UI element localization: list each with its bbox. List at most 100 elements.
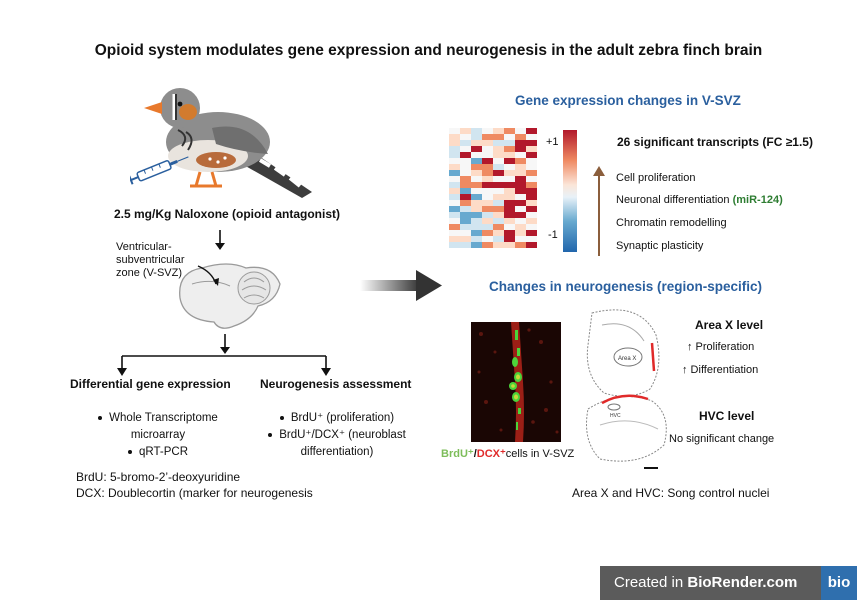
heatmap-cell	[493, 224, 504, 230]
heatmap-cell	[460, 194, 471, 200]
heatmap-cell	[482, 140, 493, 146]
heatmap-cell	[515, 188, 526, 194]
heatmap-cell	[471, 194, 482, 200]
heatmap-cell	[482, 218, 493, 224]
heatmap-cell	[449, 200, 460, 206]
heatmap-cell	[449, 224, 460, 230]
heatmap-cell	[482, 224, 493, 230]
scale-max-label: +1	[546, 136, 559, 148]
bio-logo-icon: bio	[821, 566, 857, 600]
brain-sagittal-illustration	[179, 263, 281, 329]
heatmap-cell	[471, 146, 482, 152]
right-arrow-icon	[360, 270, 442, 301]
heatmap-cell	[526, 182, 537, 188]
heatmap-cell	[526, 158, 537, 164]
color-scale-bar	[563, 130, 577, 252]
heatmap-cell	[460, 140, 471, 146]
heatmap-cell	[526, 134, 537, 140]
heatmap-cell	[471, 170, 482, 176]
heatmap-cell	[460, 212, 471, 218]
heatmap-cell	[493, 242, 504, 248]
neurogenesis-assessment-heading: Neurogenesis assessment	[260, 377, 412, 391]
gene-item-synaptic-plasticity: Synaptic plasticity	[616, 240, 704, 252]
heatmap-cell	[449, 164, 460, 170]
heatmap-cell	[504, 176, 515, 182]
heatmap-cell	[482, 242, 493, 248]
heatmap-cell	[482, 182, 493, 188]
heatmap-cell	[526, 194, 537, 200]
heatmap-cell	[515, 134, 526, 140]
area-x-differentiation: ↑ Differentiation	[682, 364, 759, 376]
micrograph-caption: BrdU⁺/DCX⁺cells in V-SVZ	[441, 448, 575, 460]
heatmap-cell	[460, 230, 471, 236]
heatmap-cell	[482, 188, 493, 194]
area-x-proliferation: ↑ Proliferation	[687, 341, 755, 353]
song-control-note: Area X and HVC: Song control nuclei	[572, 486, 770, 500]
heatmap-cell	[504, 242, 515, 248]
heatmap-cell	[449, 176, 460, 182]
biorender-badge[interactable]: Created in BioRender.com bio	[600, 566, 857, 600]
heatmap-cell	[493, 194, 504, 200]
heatmap-cell	[471, 134, 482, 140]
heatmap-cell	[471, 152, 482, 158]
heatmap-cell	[449, 194, 460, 200]
heatmap-cell	[504, 152, 515, 158]
heatmap-cell	[526, 236, 537, 242]
heatmap-cell	[460, 128, 471, 134]
heatmap-cell	[471, 200, 482, 206]
heatmap-cell	[460, 152, 471, 158]
heatmap-cell	[449, 134, 460, 140]
zebra-finch-illustration	[130, 88, 312, 198]
area-x-title: Area X level	[695, 318, 764, 332]
heatmap-cell	[493, 176, 504, 182]
heatmap-cell	[471, 188, 482, 194]
heatmap-cell	[515, 164, 526, 170]
heatmap-cell	[449, 188, 460, 194]
gene-item-chromatin-remodelling: Chromatin remodelling	[616, 217, 727, 229]
heatmap-cell	[504, 134, 515, 140]
heatmap-cell	[471, 182, 482, 188]
heatmap-cell	[493, 182, 504, 188]
heatmap-cell	[471, 224, 482, 230]
hvc-title: HVC level	[699, 409, 755, 423]
heatmap-cell	[504, 200, 515, 206]
heatmap-cell	[493, 134, 504, 140]
heatmap-cell	[449, 182, 460, 188]
heatmap-cell	[460, 218, 471, 224]
heatmap-cell	[460, 164, 471, 170]
hvc-result: No significant change	[669, 433, 775, 445]
heatmap-cell	[493, 200, 504, 206]
heatmap-cell	[526, 152, 537, 158]
heatmap-cell	[504, 188, 515, 194]
heatmap-cell	[482, 200, 493, 206]
heatmap-cell	[471, 140, 482, 146]
heatmap-cell	[471, 218, 482, 224]
scale-min-label: -1	[548, 229, 558, 241]
neurogenesis-heading: Changes in neurogenesis (region-specific…	[489, 279, 763, 294]
brdu-dcx-micrograph	[471, 322, 561, 442]
heatmap-cell	[493, 164, 504, 170]
down-arrow-icon	[215, 230, 225, 250]
brain-section-illustration: Area X HVC	[586, 309, 667, 469]
heatmap-cell	[526, 146, 537, 152]
heatmap-cell	[471, 236, 482, 242]
heatmap-cell	[449, 242, 460, 248]
significant-transcripts-summary: 26 significant transcripts (FC ≥1.5)	[617, 135, 813, 149]
heatmap-cell	[460, 176, 471, 182]
heatmap-cell	[482, 146, 493, 152]
heatmap-cell	[482, 230, 493, 236]
heatmap-cell	[460, 146, 471, 152]
heatmap-cell	[460, 188, 471, 194]
treatment-label: 2.5 mg/Kg Naloxone (opioid antagonist)	[114, 207, 341, 221]
heatmap-cell	[460, 206, 471, 212]
heatmap-cell	[515, 158, 526, 164]
heatmap-cell	[504, 218, 515, 224]
heatmap-cell	[460, 170, 471, 176]
heatmap-cell	[493, 128, 504, 134]
heatmap-cell	[460, 134, 471, 140]
heatmap-cell	[526, 224, 537, 230]
heatmap-cell	[482, 236, 493, 242]
heatmap-cell	[493, 158, 504, 164]
heatmap-cell	[504, 128, 515, 134]
heatmap-cell	[504, 164, 515, 170]
